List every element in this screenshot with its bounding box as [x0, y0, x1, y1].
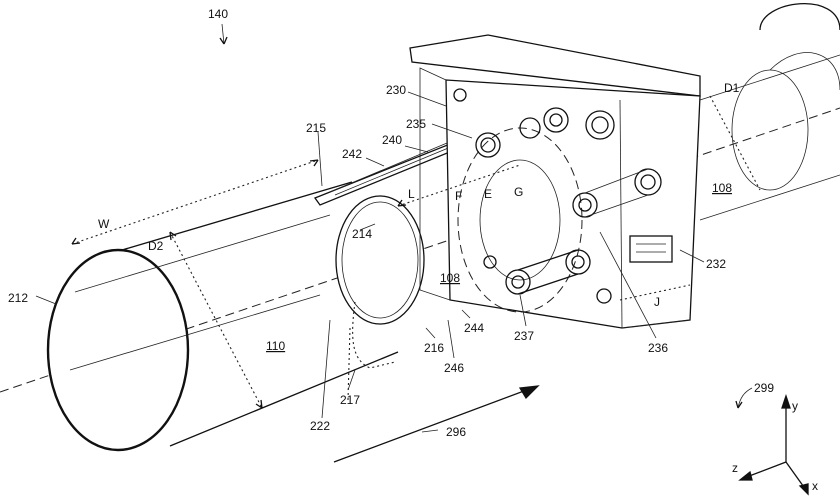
label-rod: 240: [382, 133, 402, 147]
label-inner-end: 214: [352, 227, 372, 241]
connector-box: [629, 235, 673, 263]
label-dim-l: L: [408, 187, 415, 201]
label-axis-108-left: 108: [440, 271, 460, 285]
label-connector: 232: [706, 257, 726, 271]
label-bolt-237: 237: [514, 329, 534, 343]
label-edge-244: 244: [464, 321, 484, 335]
label-axis-x: x: [812, 479, 818, 493]
label-dim-g: G: [514, 185, 523, 199]
label-axis-108-right: 108: [712, 181, 732, 195]
label-coord-ref: 299: [754, 381, 774, 395]
label-dim-f: F: [455, 189, 462, 203]
label-bore-216: 216: [424, 341, 444, 355]
direction-arrow: [333, 385, 540, 463]
label-tube-end: 212: [8, 291, 28, 305]
label-block: 230: [386, 83, 406, 97]
right-tube: [699, 2, 840, 221]
coordinate-triad: [738, 393, 809, 496]
label-dim-w: W: [98, 217, 110, 231]
reference-labels: 140 212 215 242 240 230 235 110 W D2 L 2…: [8, 7, 818, 493]
label-dim-d1: D1: [724, 81, 740, 95]
label-axis-y: y: [792, 399, 798, 413]
label-strip: 242: [342, 147, 362, 161]
tube-end-ellipse: [46, 248, 190, 452]
dimension-lines: [71, 95, 761, 409]
label-seam-222: 222: [310, 419, 330, 433]
label-dim-e: E: [484, 187, 492, 201]
label-dim-j: J: [654, 295, 660, 309]
label-axis-z: z: [732, 461, 738, 475]
main-tube: [46, 181, 425, 452]
leader-lines: [35, 23, 753, 433]
label-edge-246: 246: [444, 361, 464, 375]
label-ring: 235: [406, 117, 426, 131]
label-tube-main: 110: [266, 339, 285, 353]
tube-inner-end: [335, 195, 425, 325]
mounting-block: [409, 34, 701, 329]
label-corner-217: 217: [340, 393, 360, 407]
label-bolt-236: 236: [648, 341, 668, 355]
label-dim-d2: D2: [148, 239, 164, 253]
label-direction: 296: [446, 425, 466, 439]
label-fig-ref: 140: [208, 7, 228, 21]
label-slot-end: 215: [306, 121, 326, 135]
